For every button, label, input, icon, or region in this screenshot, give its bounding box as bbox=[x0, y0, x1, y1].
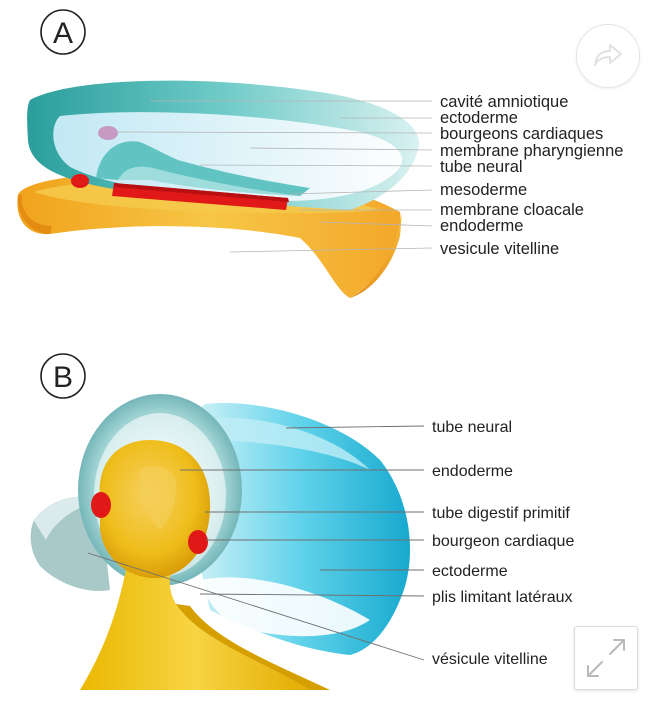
panel-b-labels: tube neural endoderme tube digestif prim… bbox=[432, 419, 574, 668]
share-button[interactable] bbox=[576, 24, 640, 88]
label-tube-digestif-primitif: tube digestif primitif bbox=[432, 505, 570, 522]
panel-a-labels: cavité amniotique ectoderme bourgeons ca… bbox=[440, 93, 623, 258]
expand-button[interactable] bbox=[574, 626, 638, 690]
panel-b-letter: B bbox=[53, 361, 73, 394]
label-vesicule-vitelline-a: vesicule vitelline bbox=[440, 240, 559, 258]
label-endoderme-a: endoderme bbox=[440, 217, 523, 235]
label-tube-neural-b: tube neural bbox=[432, 419, 512, 436]
label-ectoderme-b: ectoderme bbox=[432, 563, 508, 580]
panel-b-illustration bbox=[31, 394, 424, 690]
share-arrow-icon bbox=[592, 42, 624, 70]
expand-arrows-icon bbox=[584, 636, 628, 680]
label-endoderme-b: endoderme bbox=[432, 463, 513, 480]
panel-a-badge: A bbox=[41, 10, 85, 54]
label-bourgeon-cardiaque: bourgeon cardiaque bbox=[432, 533, 574, 550]
panel-a-illustration bbox=[17, 81, 432, 298]
label-vesicule-vitelline-b: vésicule vitelline bbox=[432, 651, 548, 668]
label-plis-limitant-lateraux: plis limitant latéraux bbox=[432, 589, 573, 606]
label-tube-neural-a: tube neural bbox=[440, 158, 523, 176]
panel-a-letter: A bbox=[53, 17, 73, 50]
label-mesoderme: mesoderme bbox=[440, 181, 527, 199]
panel-b-badge: B bbox=[41, 354, 85, 398]
label-bourgeons-cardiaques: bourgeons cardiaques bbox=[440, 125, 603, 143]
